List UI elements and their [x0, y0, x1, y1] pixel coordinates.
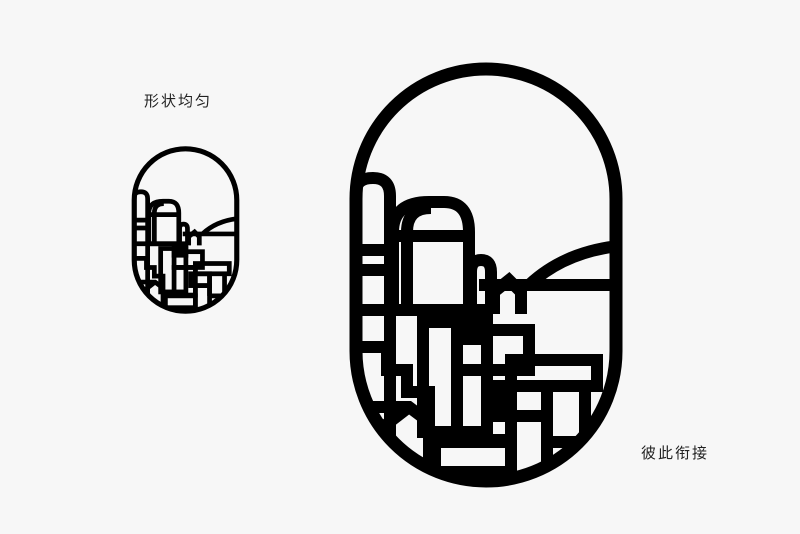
caption-interconnected: 彼此衔接 — [641, 444, 710, 462]
caption-uniform-shapes: 形状均匀 — [144, 92, 213, 110]
cliffside-town-small-icon — [128, 146, 243, 314]
cliffside-town-large-icon — [349, 62, 623, 488]
